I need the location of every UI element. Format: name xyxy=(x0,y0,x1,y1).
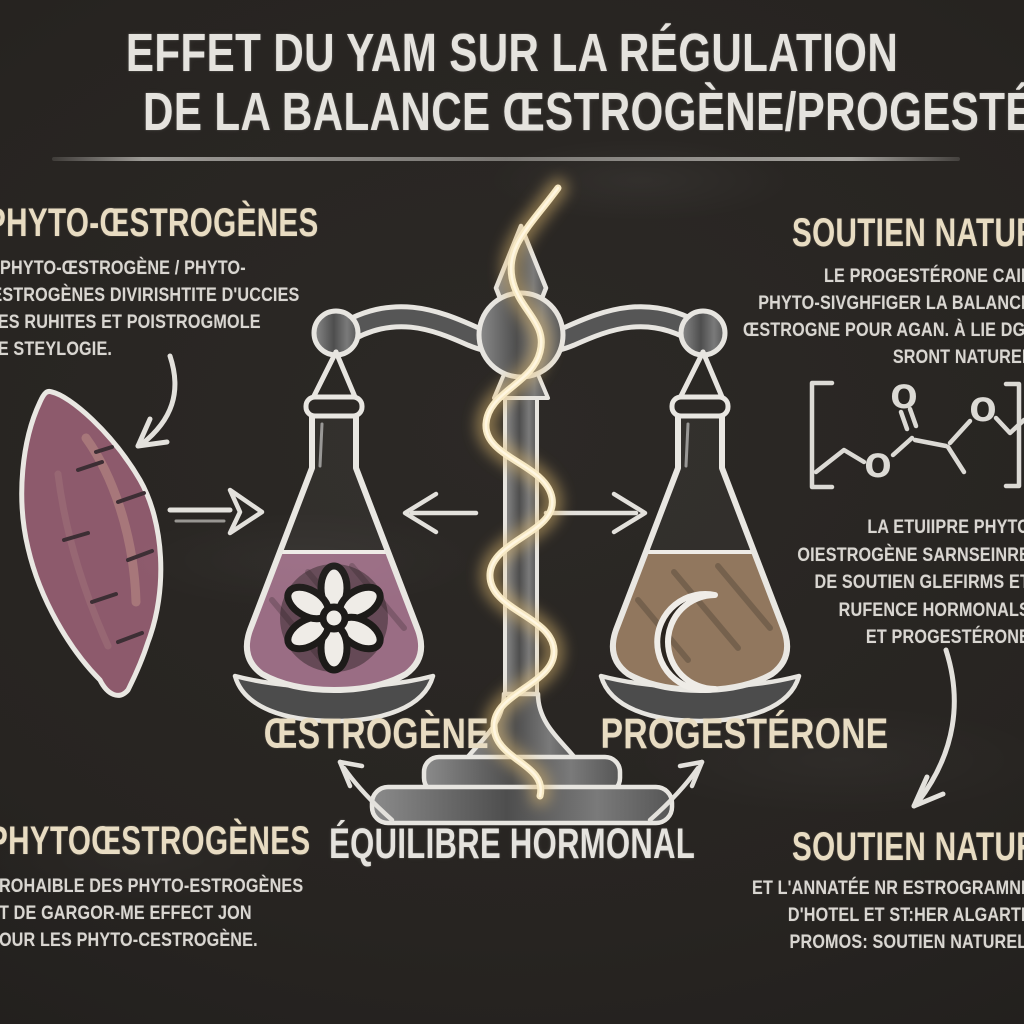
progesterone-flask xyxy=(598,394,802,724)
section-paragraph: LE PROGESTÉRONE CAIE PHYTO-SIVGHFIGER LA… xyxy=(743,266,1024,368)
section-mid-right: LA ETUIIPRE PHYTO OIESTROGÈNE SARNSEINRE… xyxy=(730,514,1024,652)
svg-text:O: O xyxy=(890,378,917,416)
section-bottom-right: SOUTIEN NATUREL ET L'ANNATÉE NR ESTROGRA… xyxy=(692,826,1024,957)
section-paragraph: L'PHYTO-ŒSTROGÈNE / PHYTO- ŒSTROGÈNES DI… xyxy=(0,258,300,360)
svg-text:O: O xyxy=(969,391,996,429)
arrow-to-yam-icon xyxy=(135,353,178,449)
title-line-1: EFFET DU YAM SUR LA RÉGULATION xyxy=(125,23,899,83)
molecule-structure-icon: O O O xyxy=(809,378,1024,490)
yam-icon xyxy=(19,388,164,698)
section-paragraph: PROHAIBLE DES PHYTO-ESTROGÈNES ET DE GAR… xyxy=(0,876,304,951)
section-top-right: SOUTIEN NATUREL LE PROGESTÉRONE CAIE PHY… xyxy=(692,212,1024,372)
section-heading: PHYTOŒSTROGÈNES xyxy=(0,819,311,863)
section-heading: SOUTIEN NATUREL xyxy=(791,211,1024,255)
section-paragraph: ET L'ANNATÉE NR ESTROGRAMNE D'HOTEL ET S… xyxy=(752,878,1024,953)
title-line-2: DE LA BALANCE ŒSTROGÈNE/PROGESTÉRONE xyxy=(143,82,1024,143)
page-title: EFFET DU YAM SUR LA RÉGULATION DE LA BAL… xyxy=(0,23,1024,143)
arrow-base-left-icon xyxy=(337,759,395,823)
section-heading: PHYTO-ŒSTROGÈNES xyxy=(0,201,319,245)
section-paragraph: LA ETUIIPRE PHYTO OIESTROGÈNE SARNSEINRE… xyxy=(797,517,1024,649)
arrow-right-icon xyxy=(543,491,648,535)
arrow-left-icon xyxy=(402,491,479,535)
flower-icon xyxy=(280,562,388,674)
section-top-left: PHYTO-ŒSTROGÈNES L'PHYTO-ŒSTROGÈNE / PHY… xyxy=(0,202,326,364)
svg-text:O: O xyxy=(864,447,891,485)
glow-spiral-icon xyxy=(476,178,568,806)
crescent-moon-icon xyxy=(654,591,718,693)
arrow-yam-to-flask-icon xyxy=(167,487,265,536)
label-estrogen: ŒSTROGÈNE xyxy=(263,710,489,758)
label-progesterone: PROGESTÉRONE xyxy=(600,710,889,758)
arrow-base-right-icon xyxy=(647,759,705,823)
estrogen-flask xyxy=(232,394,646,724)
title-underline xyxy=(52,157,960,161)
section-heading: SOUTIEN NATUREL xyxy=(791,825,1024,869)
section-bottom-left: PHYTOŒSTROGÈNES PROHAIBLE DES PHYTO-ESTR… xyxy=(0,820,348,955)
label-equilibre-hormonal: ÉQUILIBRE HORMONAL xyxy=(329,820,695,868)
arrow-right-side-icon xyxy=(911,647,957,809)
